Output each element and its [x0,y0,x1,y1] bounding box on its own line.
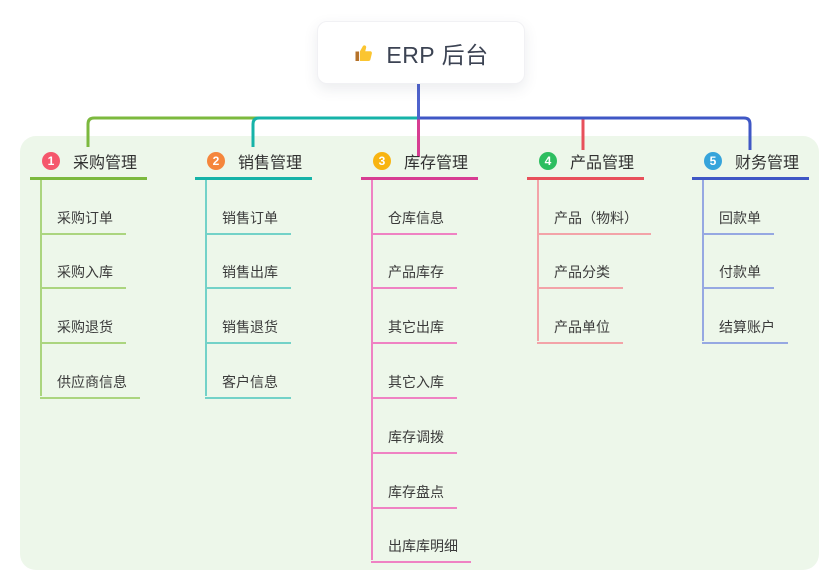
branch-1-label: 采购管理 [73,154,138,172]
node-branch-2-child-4[interactable]: 客户信息 [205,364,291,399]
branch-3-title[interactable]: 3 库存管理 [361,144,478,180]
branch-column-1: 1 采购管理采购订单采购入库采购退货供应商信息 [30,144,180,399]
node-branch-5-child-3[interactable]: 结算账户 [702,309,788,345]
branch-1-title[interactable]: 1 采购管理 [30,144,147,180]
branch-5-title[interactable]: 5 财务管理 [692,144,809,180]
node-branch-3-child-7[interactable]: 出库库明细 [371,528,471,564]
node-branch-3-child-3[interactable]: 其它出库 [371,309,457,345]
mindmap-panel [20,136,819,570]
root-node-label: ERP 后台 [386,41,489,68]
branch-column-2: 2 销售管理销售订单销售出库销售退货客户信息 [195,144,345,399]
node-branch-1-child-2[interactable]: 采购入库 [40,254,126,290]
branch-3-badge: 3 [373,151,391,170]
branch-column-3: 3 库存管理仓库信息产品库存其它出库其它入库库存调拨库存盘点出库库明细 [361,144,511,564]
branch-4-label: 产品管理 [570,154,635,172]
node-branch-3-child-5[interactable]: 库存调拨 [371,419,457,454]
node-branch-5-child-2[interactable]: 付款单 [702,254,774,290]
node-branch-4-child-1[interactable]: 产品（物料） [537,200,651,235]
connector-lines [86,81,752,157]
branch-3-trunk-line [371,180,373,561]
branch-5-badge: 5 [704,151,722,170]
node-branch-1-child-3[interactable]: 采购退货 [40,309,126,345]
branch-4-trunk-line [537,180,539,342]
branch-4-badge: 4 [539,151,557,170]
node-branch-3-child-1[interactable]: 仓库信息 [371,200,457,235]
branch-column-5: 5 财务管理回款单付款单结算账户 [692,144,839,345]
branch-5-label: 财务管理 [735,154,800,172]
node-branch-4-child-3[interactable]: 产品单位 [537,309,623,345]
branch-4-title[interactable]: 4 产品管理 [527,144,644,180]
node-branch-5-child-1[interactable]: 回款单 [702,200,774,235]
node-branch-3-child-4[interactable]: 其它入库 [371,364,457,399]
node-branch-4-child-2[interactable]: 产品分类 [537,254,623,290]
node-branch-2-child-3[interactable]: 销售退货 [205,309,291,345]
branch-5-trunk-line [702,180,704,342]
branch-2-title[interactable]: 2 销售管理 [195,144,312,180]
thumbs-up-icon [353,41,377,65]
root-node[interactable]: ERP 后台 [317,21,525,84]
branch-2-label: 销售管理 [238,154,303,172]
node-branch-2-child-1[interactable]: 销售订单 [205,200,291,235]
node-branch-3-child-2[interactable]: 产品库存 [371,254,457,290]
branch-3-label: 库存管理 [404,154,469,172]
branch-1-badge: 1 [42,151,60,170]
node-branch-2-child-2[interactable]: 销售出库 [205,254,291,290]
node-branch-1-child-1[interactable]: 采购订单 [40,200,126,235]
node-branch-1-child-4[interactable]: 供应商信息 [40,364,140,399]
branch-column-4: 4 产品管理产品（物料） 产品分类产品单位 [527,144,677,345]
node-branch-3-child-6[interactable]: 库存盘点 [371,474,457,509]
branch-2-badge: 2 [207,151,225,170]
